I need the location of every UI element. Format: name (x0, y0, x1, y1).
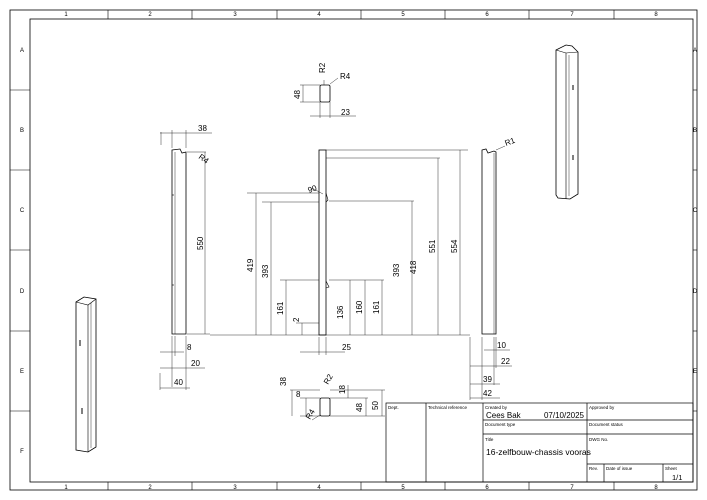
row-label: E (20, 369, 24, 375)
dim-160: 160 (355, 300, 364, 314)
row-label: C (693, 208, 698, 214)
top-part-view (300, 77, 356, 118)
dim-r1: R1 (504, 136, 517, 148)
title-block (385, 402, 694, 483)
col-label: 5 (401, 485, 405, 491)
dim-551: 551 (428, 239, 437, 253)
dim-161-left: 161 (276, 301, 285, 315)
isometric-view-right (555, 44, 579, 200)
dim-r4-top: R4 (340, 72, 351, 81)
row-label: E (693, 369, 697, 375)
front-view (210, 149, 470, 355)
date-of-issue-label: Date of issue (606, 466, 633, 471)
isometric-view-left (75, 296, 97, 453)
row-label: D (20, 289, 25, 295)
col-label: 6 (485, 12, 489, 18)
col-label: 7 (570, 485, 574, 491)
title-label: Title (485, 437, 494, 442)
document-status-label: Document status (589, 422, 624, 427)
col-label: 6 (485, 485, 489, 491)
row-label: A (693, 48, 697, 54)
dim-136: 136 (336, 305, 345, 319)
dim-38-left: 38 (198, 124, 207, 133)
bottom-part-view (290, 385, 385, 421)
dim-18-bottom: 18 (338, 385, 347, 394)
outer-frame (9, 9, 698, 491)
dim-10-right: 10 (497, 341, 506, 350)
col-label: 5 (401, 12, 405, 18)
dim-393-left: 393 (261, 264, 270, 278)
col-label: 2 (148, 485, 152, 491)
dim-8-left: 8 (187, 343, 192, 352)
approved-by-label: Approved by (589, 405, 615, 410)
drawing-title: 16-zelfbouw-chassis vooras (486, 447, 591, 457)
col-label: 3 (233, 12, 237, 18)
dim-40-left: 40 (174, 378, 183, 387)
inner-frame (29, 18, 694, 483)
date-value: 07/10/2025 (544, 411, 585, 420)
sheet-label: Sheet (665, 466, 678, 471)
row-label: D (693, 289, 698, 295)
dim-50-bottom: 50 (371, 401, 380, 410)
dim-90-angle: 90 (307, 183, 319, 195)
technical-reference-label: Technical reference (428, 405, 468, 410)
created-by-value: Cees Bak (486, 411, 522, 420)
dim-38-bottom: 38 (279, 377, 288, 386)
dim-42-right: 42 (483, 389, 492, 398)
col-label: 1 (64, 485, 68, 491)
dim-r2-bottom: R2 (322, 372, 335, 386)
dim-419: 419 (246, 258, 255, 272)
sheet-value: 1/1 (672, 473, 682, 482)
col-label: 8 (654, 485, 658, 491)
row-label: C (20, 208, 25, 214)
col-label: 4 (317, 12, 321, 18)
dim-554: 554 (450, 239, 459, 253)
row-label: B (20, 128, 24, 134)
right-part-view (469, 145, 512, 400)
dim-48-bottom: 48 (355, 403, 364, 412)
dim-25: 25 (342, 343, 351, 352)
dim-2: 2 (292, 317, 301, 322)
rev-label: Rev. (589, 466, 598, 471)
col-label: 8 (654, 12, 658, 18)
row-label: F (20, 449, 24, 455)
dim-20-left: 20 (191, 359, 200, 368)
col-label: 2 (148, 12, 152, 18)
row-label: A (20, 48, 24, 54)
dwg-no-label: DWG No. (589, 437, 608, 442)
dim-r2-top: R2 (318, 62, 327, 73)
left-part-view (159, 130, 212, 390)
col-label: 3 (233, 485, 237, 491)
dim-22-right: 22 (501, 357, 510, 366)
dim-418: 418 (409, 260, 418, 274)
dim-161-right: 161 (372, 300, 381, 314)
document-type-label: Document type (485, 422, 516, 427)
created-by-label: Created by (485, 405, 508, 410)
dim-393-right: 393 (392, 263, 401, 277)
col-label: 7 (570, 12, 574, 18)
dim-23-top: 23 (341, 108, 350, 117)
dim-8-bottom: 8 (296, 390, 301, 399)
grid-ticks (10, 10, 697, 490)
col-label: 4 (317, 485, 321, 491)
dim-550: 550 (196, 236, 205, 250)
dim-39-right: 39 (483, 375, 492, 384)
col-label: 1 (64, 12, 68, 18)
dept-label: Dept. (388, 405, 399, 410)
dim-48-top: 48 (293, 90, 302, 99)
row-label: B (693, 128, 697, 134)
dim-r4-left: R4 (197, 152, 211, 166)
